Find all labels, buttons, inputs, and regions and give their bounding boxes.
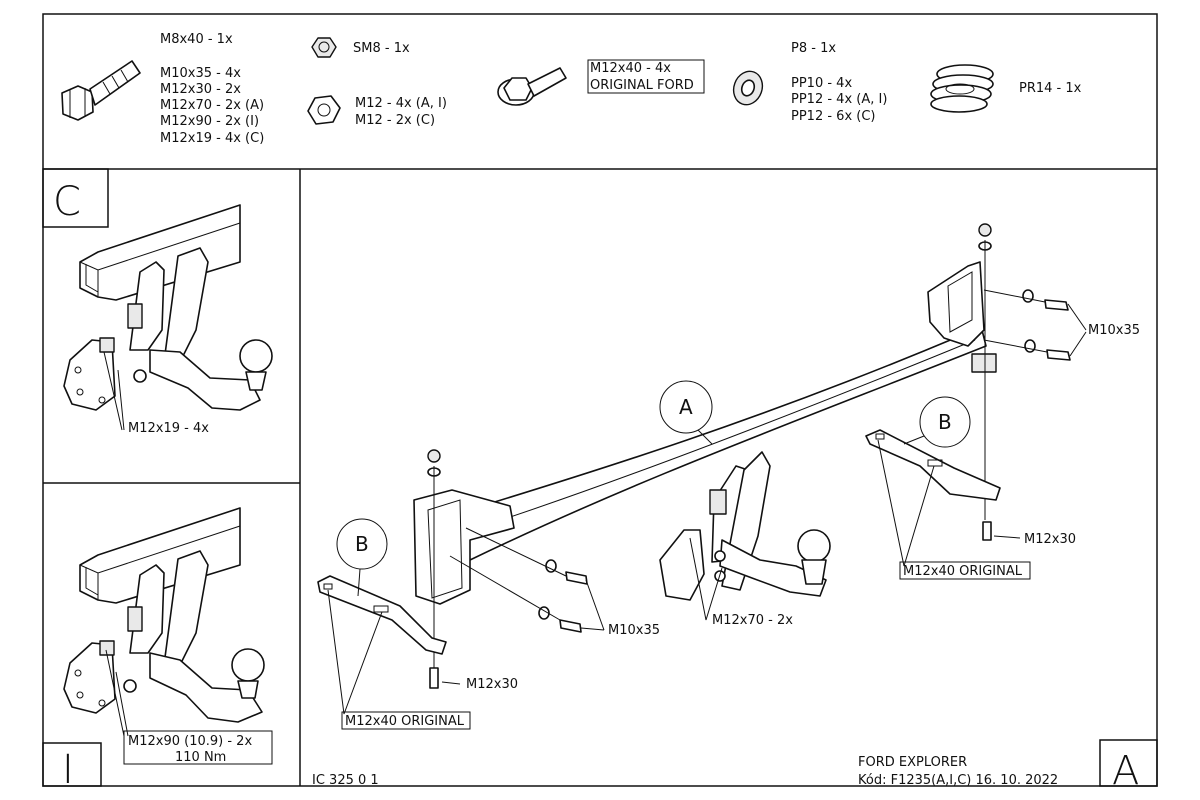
- bolt-line-4: M12x70 - 2x (A): [160, 98, 264, 113]
- flange-bolt-line-1: M12x40 - 4x: [590, 61, 671, 76]
- self-locking-nut-icon: [311, 37, 337, 58]
- sm-nut-label: SM8 - 1x: [353, 41, 410, 56]
- panel-a-letter: A: [1112, 748, 1139, 794]
- nut-line-1: M12 - 4x (A, I): [355, 96, 447, 111]
- panel-i-callout-box: [123, 730, 273, 765]
- callout-b1: B: [355, 532, 369, 556]
- washer-icon: [732, 70, 764, 106]
- label-m12x40-right: M12x40 ORIGINAL: [903, 564, 1023, 579]
- code-line: Kód: F1235(A,I,C) 16. 10. 2022: [858, 773, 1058, 788]
- bolt-line-2: M10x35 - 4x: [160, 66, 241, 81]
- washer-line-4: PP12 - 6x (C): [791, 109, 876, 124]
- doc-code: IC 325 0 1: [312, 773, 379, 788]
- panel-c: C M12x19 - 4x: [42, 168, 273, 436]
- washer-line-3: PP12 - 4x (A, I): [791, 92, 887, 107]
- hex-nut-icon: [307, 95, 341, 125]
- m12x40-right-box: [899, 561, 1031, 580]
- callout-a-circle: [659, 380, 713, 434]
- label-m12x40-left: M12x40 ORIGINAL: [345, 714, 465, 729]
- callout-a: A: [679, 395, 693, 419]
- panel-i-callout-line-2: 110 Nm: [175, 750, 226, 765]
- parts-list: M8x40 - 1x M10x35 - 4x M12x30 - 2x M12x7…: [61, 32, 1082, 146]
- bolt-line-1: M8x40 - 1x: [160, 32, 233, 47]
- callout-b2: B: [938, 410, 952, 434]
- bolt-line-5: M12x90 - 2x (I): [160, 114, 259, 129]
- flange-bolt-box: [587, 59, 705, 94]
- label-m12x30-right: M12x30: [1024, 532, 1076, 547]
- main-assembly: M10x35 M12x30 M12x40 ORIGINAL M10x35 M12…: [317, 223, 1140, 730]
- label-m12x70: M12x70 - 2x: [712, 613, 793, 628]
- model-name: FORD EXPLORER: [858, 755, 967, 770]
- spring-washer-icon: [930, 64, 994, 113]
- spring-washer-label: PR14 - 1x: [1019, 81, 1082, 96]
- m12x40-left-box: [341, 711, 471, 730]
- callout-b2-circle: [919, 396, 971, 448]
- bolt-line-6: M12x19 - 4x (C): [160, 131, 264, 146]
- callout-b1-circle: [336, 518, 388, 570]
- panel-i-letter: I: [62, 747, 74, 793]
- washer-line-1: P8 - 1x: [791, 41, 836, 56]
- title-block: IC 325 0 1 FORD EXPLORER Kód: F1235(A,I,…: [312, 739, 1158, 794]
- panel-c-letter: C: [53, 179, 81, 225]
- panel-i-callout-line-1: M12x90 (10.9) - 2x: [128, 734, 252, 749]
- nut-line-2: M12 - 2x (C): [355, 113, 435, 128]
- label-m12x30-left: M12x30: [466, 677, 518, 692]
- flange-bolt-line-2: ORIGINAL FORD: [590, 78, 694, 93]
- bolt-line-3: M12x30 - 2x: [160, 82, 241, 97]
- label-m10x35-center: M10x35: [608, 623, 660, 638]
- bolt-icon: [61, 60, 141, 121]
- panel-i: I M12x90 (10.9) - 2x 110 Nm: [42, 507, 273, 793]
- label-m10x35-right: M10x35: [1088, 323, 1140, 338]
- flange-bolt-icon: [497, 67, 567, 106]
- panel-c-callout: M12x19 - 4x: [128, 421, 209, 436]
- sheet-frame: [42, 13, 1158, 787]
- washer-line-2: PP10 - 4x: [791, 76, 852, 91]
